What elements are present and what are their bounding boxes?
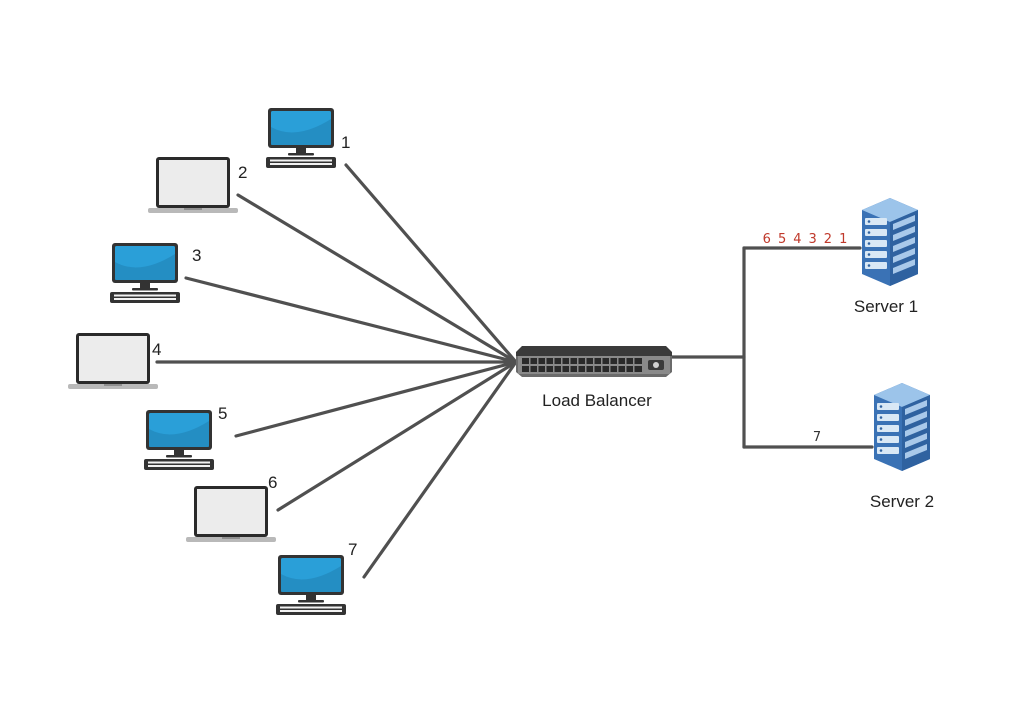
laptop-icon bbox=[148, 157, 238, 213]
server-links bbox=[670, 246, 874, 449]
link-client-3 bbox=[184, 276, 518, 364]
client-5: 5 bbox=[144, 404, 227, 470]
link-client-7 bbox=[362, 360, 518, 579]
queue-item: 6 bbox=[763, 232, 771, 247]
queue-item: 4 bbox=[793, 232, 801, 247]
client-4-number: 4 bbox=[152, 340, 161, 359]
client-5-number: 5 bbox=[218, 404, 227, 423]
queue-item: 1 bbox=[839, 232, 847, 247]
client-2-number: 2 bbox=[238, 163, 247, 182]
laptop-icon bbox=[68, 333, 158, 389]
link-client-2 bbox=[236, 193, 518, 364]
client-links bbox=[155, 163, 518, 579]
server-2-label: Server 2 bbox=[870, 492, 934, 511]
link-client-6 bbox=[276, 360, 518, 512]
desktop-monitor-icon bbox=[144, 410, 214, 470]
queue-item: 2 bbox=[824, 232, 832, 247]
queue-item: 5 bbox=[778, 232, 786, 247]
queue-item: 3 bbox=[809, 232, 817, 247]
network-switch-icon bbox=[516, 346, 672, 377]
client-6: 6 bbox=[186, 473, 277, 542]
desktop-monitor-icon bbox=[276, 555, 346, 615]
link-client-1 bbox=[344, 163, 518, 364]
server-rack-icon bbox=[874, 383, 930, 471]
server-2-queue: 7 bbox=[813, 430, 821, 445]
client-6-number: 6 bbox=[268, 473, 277, 492]
server-2: 7 Server 2 bbox=[813, 383, 934, 511]
client-2: 2 bbox=[148, 157, 247, 213]
client-3: 3 bbox=[110, 243, 201, 303]
desktop-monitor-icon bbox=[110, 243, 180, 303]
desktop-monitor-icon bbox=[266, 108, 336, 168]
client-4: 4 bbox=[68, 333, 161, 389]
load-balancer-label: Load Balancer bbox=[542, 391, 652, 410]
client-3-number: 3 bbox=[192, 246, 201, 265]
client-1: 1 bbox=[266, 108, 350, 168]
client-1-number: 1 bbox=[341, 133, 350, 152]
client-7-number: 7 bbox=[348, 540, 357, 559]
client-7: 7 bbox=[276, 540, 357, 615]
server-rack-icon bbox=[862, 198, 918, 286]
link-client-5 bbox=[234, 360, 518, 438]
server-1-label: Server 1 bbox=[854, 297, 918, 316]
queue-item: 7 bbox=[813, 430, 821, 445]
load-balancer: Load Balancer bbox=[516, 346, 672, 410]
laptop-icon bbox=[186, 486, 276, 542]
